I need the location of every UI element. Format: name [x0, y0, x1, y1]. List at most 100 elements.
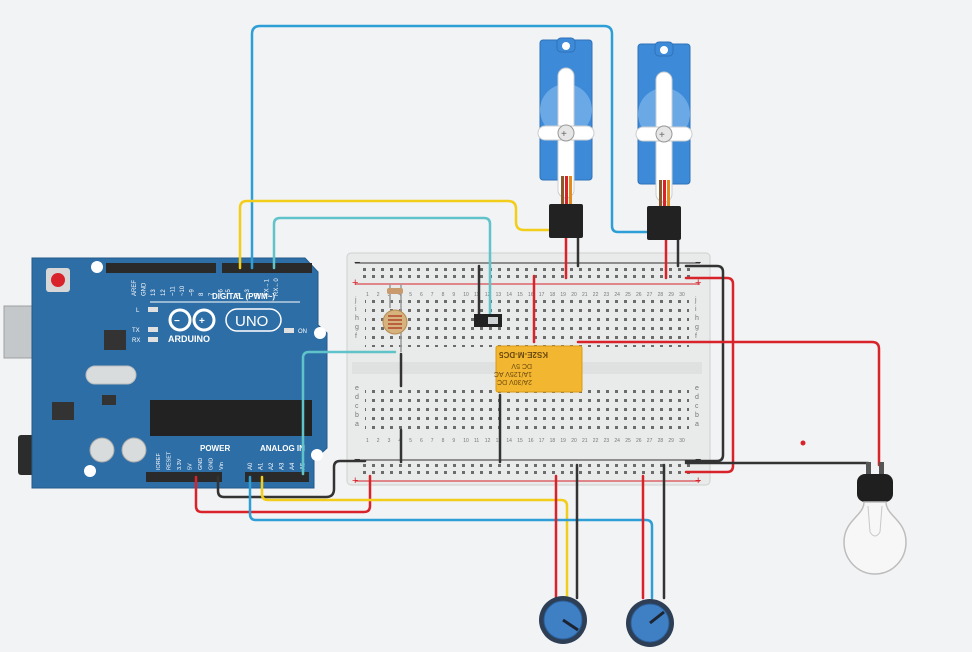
servo-1[interactable]: + — [537, 37, 595, 238]
wire-red-bulb — [576, 340, 881, 467]
relay-rating-ac: 1A/125V AC — [494, 370, 532, 377]
bottom-plus-label: + — [352, 475, 358, 487]
column-number-top: 12 — [485, 292, 491, 298]
digital-pin-label: ~9 — [190, 288, 196, 296]
row-letter-left: a — [355, 421, 359, 428]
led-rx — [148, 337, 158, 342]
row-letter-right: i — [695, 306, 697, 313]
digital-pin-label: ~10 — [180, 285, 186, 296]
upper-terminal-strip[interactable] — [365, 297, 689, 347]
led-tx — [148, 327, 158, 332]
relay[interactable]: 2A/30V DC 1A/125V AC DC 5V KS2E-M-DC5 — [494, 345, 583, 393]
servo-2[interactable]: + — [635, 41, 693, 240]
row-letter-left: c — [355, 403, 359, 410]
column-number-bottom: 14 — [506, 438, 512, 444]
row-letter-right: f — [695, 333, 697, 340]
row-letter-left: b — [355, 412, 359, 419]
wire-red-rail-link — [684, 276, 735, 474]
column-number-bottom: 3 — [388, 438, 391, 444]
column-number-bottom: 21 — [582, 438, 588, 444]
column-number-bottom: 11 — [474, 438, 479, 444]
atmega-chip — [150, 400, 312, 436]
analog-pin-label: A3 — [280, 462, 286, 470]
top-power-rail[interactable] — [360, 266, 692, 280]
svg-text:+: + — [561, 129, 567, 140]
power-pin-label: IOREF — [156, 453, 162, 470]
column-number-bottom: 10 — [463, 438, 469, 444]
column-number-bottom: 12 — [485, 438, 491, 444]
led-l-label: L — [136, 308, 140, 314]
digital-pin-label: 7 — [209, 292, 215, 296]
digital-pin-label: 4 — [236, 292, 242, 296]
wire-cyan-switch — [272, 216, 492, 318]
column-number-bottom: 17 — [539, 438, 545, 444]
led-on — [284, 328, 294, 333]
column-number-top: 19 — [560, 292, 566, 298]
column-number-bottom: 26 — [636, 438, 642, 444]
svg-text:−: − — [174, 316, 180, 327]
row-letter-right: e — [695, 385, 699, 392]
column-number-top: 8 — [442, 292, 445, 298]
servo-1-connector[interactable] — [549, 204, 583, 238]
column-number-top: 4 — [398, 292, 401, 298]
column-number-top: 17 — [539, 292, 545, 298]
column-number-top: 2 — [377, 292, 380, 298]
light-bulb[interactable] — [843, 462, 907, 575]
analog-pin-label: A0 — [248, 462, 254, 470]
column-number-top: 16 — [528, 292, 534, 298]
column-number-top: 23 — [604, 292, 610, 298]
row-letter-left: e — [355, 385, 359, 392]
column-number-bottom: 8 — [442, 438, 445, 444]
led-tx-label: TX — [132, 328, 140, 334]
column-number-bottom: 24 — [614, 438, 620, 444]
column-number-top: 15 — [517, 292, 523, 298]
analog-pin-label: A2 — [269, 462, 275, 470]
potentiometer-2[interactable] — [626, 599, 674, 647]
relay-rating-dc: 2A/30V DC — [497, 378, 532, 385]
column-number-bottom: 20 — [571, 438, 577, 444]
column-number-top: 14 — [506, 292, 512, 298]
row-letter-right: g — [695, 324, 699, 331]
power-pin-label: Vin — [219, 462, 225, 470]
potentiometer-1[interactable] — [539, 596, 587, 644]
slide-switch[interactable] — [474, 314, 502, 327]
column-number-top: 13 — [496, 292, 502, 298]
led-l — [148, 307, 158, 312]
crystal-oscillator — [85, 365, 137, 385]
digital-header-left[interactable] — [106, 263, 216, 273]
column-number-top: 10 — [463, 292, 469, 298]
photoresistor[interactable] — [382, 284, 408, 352]
row-letter-left: g — [355, 324, 359, 331]
digital-header-right[interactable] — [222, 263, 312, 273]
column-number-bottom: 5 — [409, 438, 412, 444]
lower-terminal-strip[interactable] — [365, 385, 689, 435]
row-letter-left: d — [355, 394, 359, 401]
digital-pin-label: ~5 — [226, 288, 232, 296]
column-number-top: 18 — [550, 292, 556, 298]
wire-yellow-pot1 — [260, 475, 569, 600]
power-header[interactable] — [146, 472, 222, 482]
digital-pin-label: ~11 — [170, 286, 176, 296]
column-number-top: 11 — [474, 292, 479, 298]
row-letter-left: h — [355, 315, 359, 322]
analog-label: ANALOG IN — [260, 444, 305, 453]
wire-black-gnd — [216, 459, 367, 499]
bottom-power-rail[interactable] — [360, 463, 692, 477]
column-number-bottom: 13 — [496, 438, 502, 444]
svg-text:+: + — [199, 316, 205, 327]
svg-text:+: + — [659, 130, 665, 141]
power-pin-label: RESET — [167, 451, 173, 470]
column-number-bottom: 19 — [560, 438, 566, 444]
wires[interactable] — [194, 24, 881, 600]
row-letter-left: j — [354, 297, 357, 304]
row-letter-right: c — [695, 403, 699, 410]
servo-2-connector[interactable] — [647, 206, 681, 240]
digital-pin-label: 8 — [199, 292, 205, 296]
voltage-regulator — [52, 402, 74, 420]
led-on-label: ON — [298, 329, 307, 335]
analog-header[interactable] — [245, 472, 309, 482]
